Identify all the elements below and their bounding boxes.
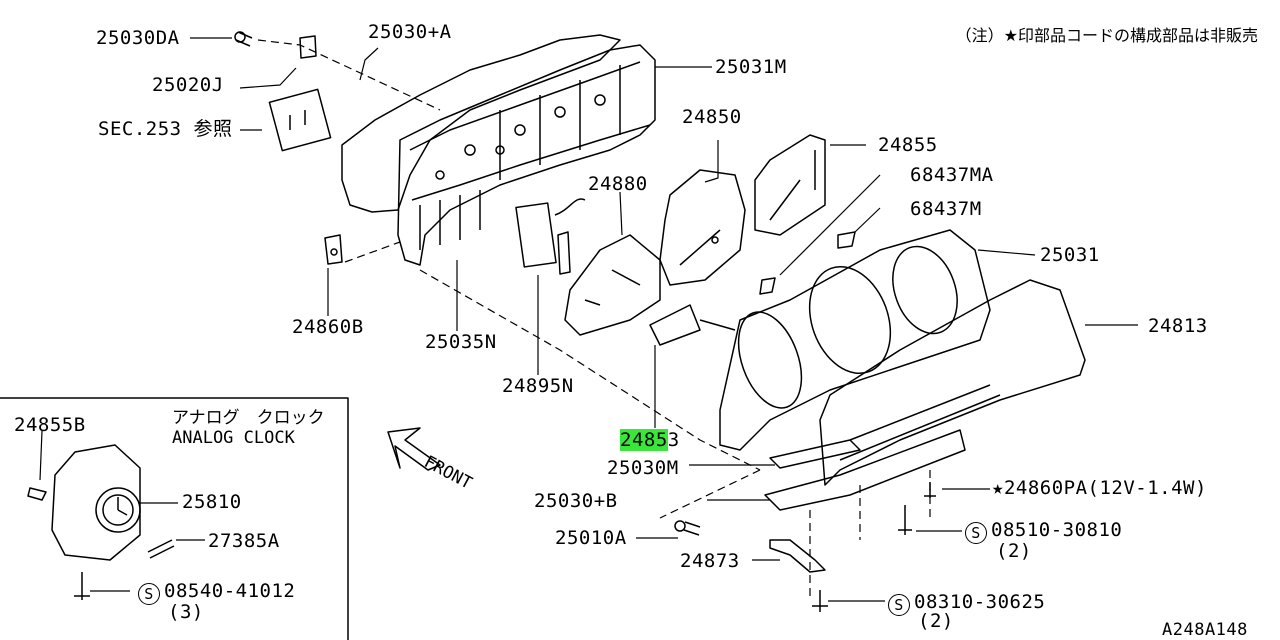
part-25020j[interactable]: 25020J <box>152 74 224 96</box>
s-symbol: S <box>965 522 987 544</box>
lens-25031 <box>719 229 991 451</box>
sec-253-ref[interactable]: SEC.253 参照 <box>98 118 233 140</box>
part-number: 08510-30810 <box>991 519 1123 541</box>
diagram-code: A248A148 <box>1162 620 1248 640</box>
clock-title-jp: アナログ クロック <box>172 408 325 428</box>
part-25031[interactable]: 25031 <box>1040 244 1100 266</box>
non-sale-note: （注）★印部品コードの構成部品は非販売 <box>955 26 1258 45</box>
qty-08510: (2) <box>996 540 1032 562</box>
part-25030b[interactable]: 25030+B <box>534 490 618 512</box>
clock-inset-frame <box>0 397 349 640</box>
part-24873[interactable]: 24873 <box>680 550 740 572</box>
part-number: 08540-41012 <box>164 580 296 602</box>
s-symbol: S <box>138 583 160 605</box>
part-24860b[interactable]: 24860B <box>292 316 364 338</box>
part-68437ma[interactable]: 68437MA <box>910 164 994 186</box>
gauge-24850 <box>659 169 746 286</box>
hood-24813 <box>819 279 1086 486</box>
part-25030m[interactable]: 25030M <box>607 457 679 479</box>
part-25810[interactable]: 25810 <box>182 491 242 513</box>
front-arrow <box>387 427 441 471</box>
meter-panel-25031m <box>397 44 656 266</box>
part-25030a[interactable]: 25030+A <box>368 21 452 43</box>
housing-25030-a <box>341 34 621 213</box>
clock-title-en: ANALOG CLOCK <box>172 428 295 448</box>
qty-08310: (2) <box>918 610 954 632</box>
part-25030da[interactable]: 25030DA <box>96 27 180 49</box>
part-24853-highlight: 2485 <box>620 429 668 451</box>
part-24853-rest: 3 <box>667 429 680 451</box>
part-24855[interactable]: 24855 <box>878 134 938 156</box>
part-24850[interactable]: 24850 <box>682 106 742 128</box>
part-24813[interactable]: 24813 <box>1148 315 1208 337</box>
part-25031m[interactable]: 25031M <box>715 56 787 78</box>
analog-clock-25810 <box>51 444 141 561</box>
gauge-24880 <box>564 234 661 336</box>
part-24855b[interactable]: 24855B <box>14 414 86 436</box>
qty-08540: (3) <box>168 601 204 623</box>
part-27385a[interactable]: 27385A <box>208 530 280 552</box>
part-24895n[interactable]: 24895N <box>502 375 574 397</box>
part-24853[interactable]: 24853 <box>620 429 680 451</box>
s-symbol: S <box>888 594 910 616</box>
part-number: 08310-30625 <box>914 591 1046 613</box>
part-25035n[interactable]: 25035N <box>425 331 497 353</box>
part-24860pa[interactable]: ★24860PA(12V-1.4W) <box>992 477 1207 499</box>
part-24880[interactable]: 24880 <box>588 173 648 195</box>
part-25010a[interactable]: 25010A <box>555 527 627 549</box>
part-68437m[interactable]: 68437M <box>910 198 982 220</box>
gauge-24855 <box>754 134 826 236</box>
clock-title: アナログ クロック ANALOG CLOCK <box>172 408 325 448</box>
